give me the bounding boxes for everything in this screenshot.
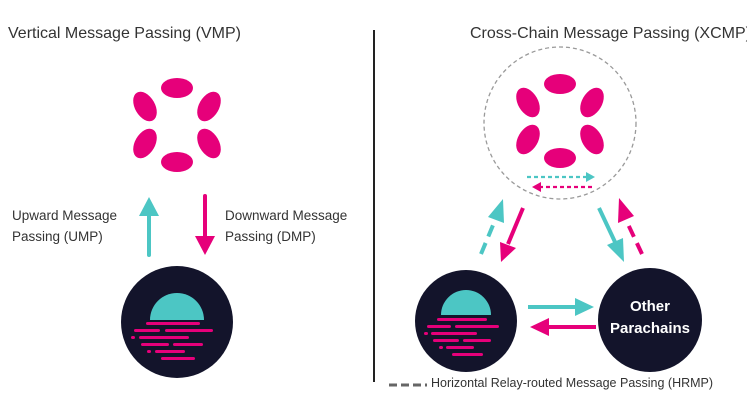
hrmp-relay-arrow-right-icon: [527, 172, 595, 182]
ump-label-line1: Upward Message: [12, 208, 118, 223]
parachain-node-right: [415, 270, 517, 372]
hrmp-legend-label: Horizontal Relay-routed Message Passing …: [431, 376, 714, 390]
parachain-node-left: [121, 266, 233, 378]
dmp-label-line1: Downward Message: [225, 208, 348, 223]
dmp-arrow-icon: [195, 194, 215, 255]
relay-chain-logo-left: [128, 78, 226, 172]
xcmp-arrow-down-left-icon: [500, 207, 525, 262]
other-parachains-label: Other Parachains: [602, 296, 698, 340]
xcmp-arrow-right-icon: [528, 298, 594, 316]
other-parachains-line2: Parachains: [609, 320, 691, 337]
hrmp-relay-arrow-left-icon: [532, 182, 592, 192]
dmp-label: Downward Message Passing (DMP): [225, 205, 347, 247]
other-parachains-node: [598, 268, 702, 372]
relay-chain-boundary: [483, 46, 637, 200]
xcmp-title: Cross-Chain Message Passing (XCMP): [470, 25, 747, 42]
hrmp-arrow-up-right-icon: [618, 198, 644, 255]
ump-label: Upward Message Passing (UMP): [12, 205, 117, 247]
xcmp-arrow-left-icon: [530, 318, 596, 336]
xcmp-arrow-down-right-icon: [597, 207, 624, 262]
hrmp-arrow-up-left-icon: [479, 199, 504, 255]
relay-chain-logo-right: [511, 74, 609, 168]
ump-label-line2: Passing (UMP): [12, 229, 103, 244]
ump-arrow-icon: [139, 197, 159, 257]
vmp-title: Vertical Message Passing (VMP): [8, 25, 241, 42]
dmp-label-line2: Passing (DMP): [225, 229, 316, 244]
other-parachains-line1: Other: [629, 298, 670, 315]
